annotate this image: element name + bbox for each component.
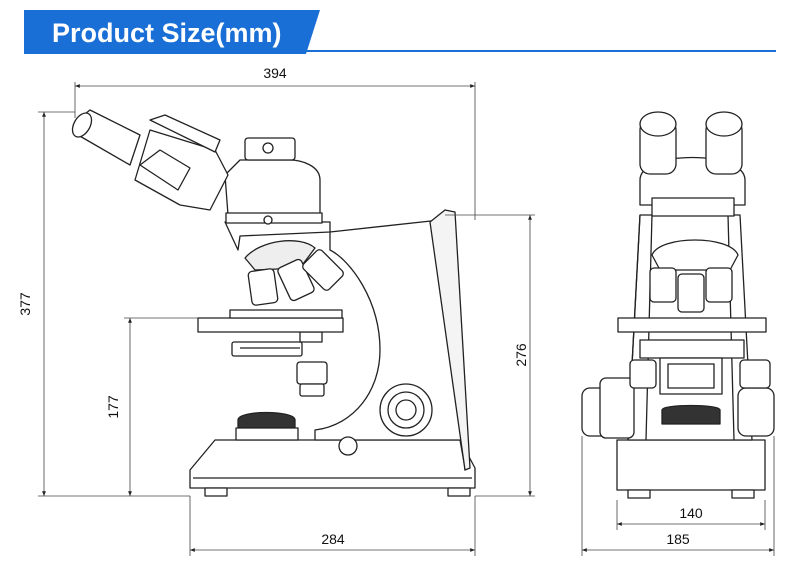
dim-stage-height: 177	[105, 395, 121, 419]
dim-body-height: 276	[513, 343, 529, 367]
dim-overall-width: 394	[263, 65, 287, 81]
microscope-side-view	[71, 109, 476, 497]
page-title: Product Size(mm)	[52, 18, 282, 48]
dim-base-width-inner: 140	[679, 505, 703, 521]
dim-overall-height: 377	[17, 292, 33, 316]
dim-base-depth: 284	[321, 531, 345, 547]
banner-shape	[24, 10, 320, 54]
title-banner: Product Size(mm)	[24, 10, 320, 54]
header-rule	[24, 50, 776, 52]
dim-base-width-outer: 185	[666, 531, 690, 547]
dimension-lines	[38, 82, 775, 556]
microscope-front-view	[581, 111, 775, 499]
